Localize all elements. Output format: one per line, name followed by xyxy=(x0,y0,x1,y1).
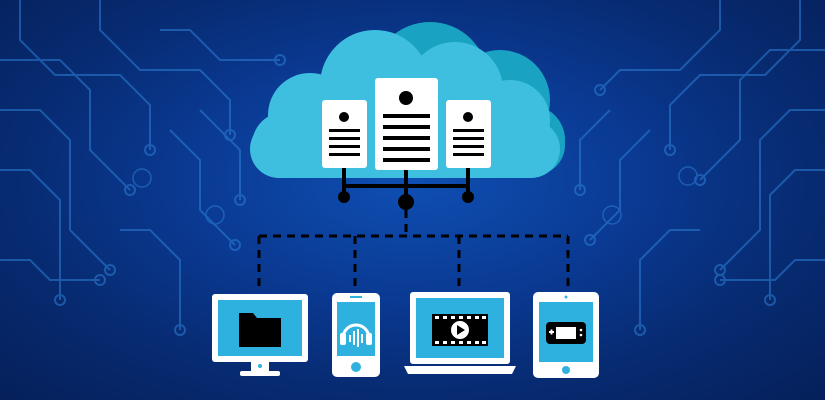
headphones-icon xyxy=(340,323,372,347)
desktop-monitor-icon xyxy=(212,294,308,376)
circuit-pattern-right xyxy=(574,0,825,336)
server-left xyxy=(322,100,367,168)
server-center xyxy=(375,78,438,170)
gamepad-icon xyxy=(546,322,586,344)
video-play-icon xyxy=(432,314,488,346)
server-bus-connector xyxy=(338,168,474,210)
laptop-icon xyxy=(404,292,516,374)
server-icon xyxy=(446,100,491,168)
server-icon xyxy=(322,100,367,168)
folder-icon xyxy=(239,313,281,347)
dashed-network-lines xyxy=(257,210,570,292)
tablet-icon xyxy=(533,292,599,378)
circuit-pattern-left xyxy=(0,0,286,336)
smartphone-icon xyxy=(332,293,380,377)
server-right xyxy=(446,100,491,168)
